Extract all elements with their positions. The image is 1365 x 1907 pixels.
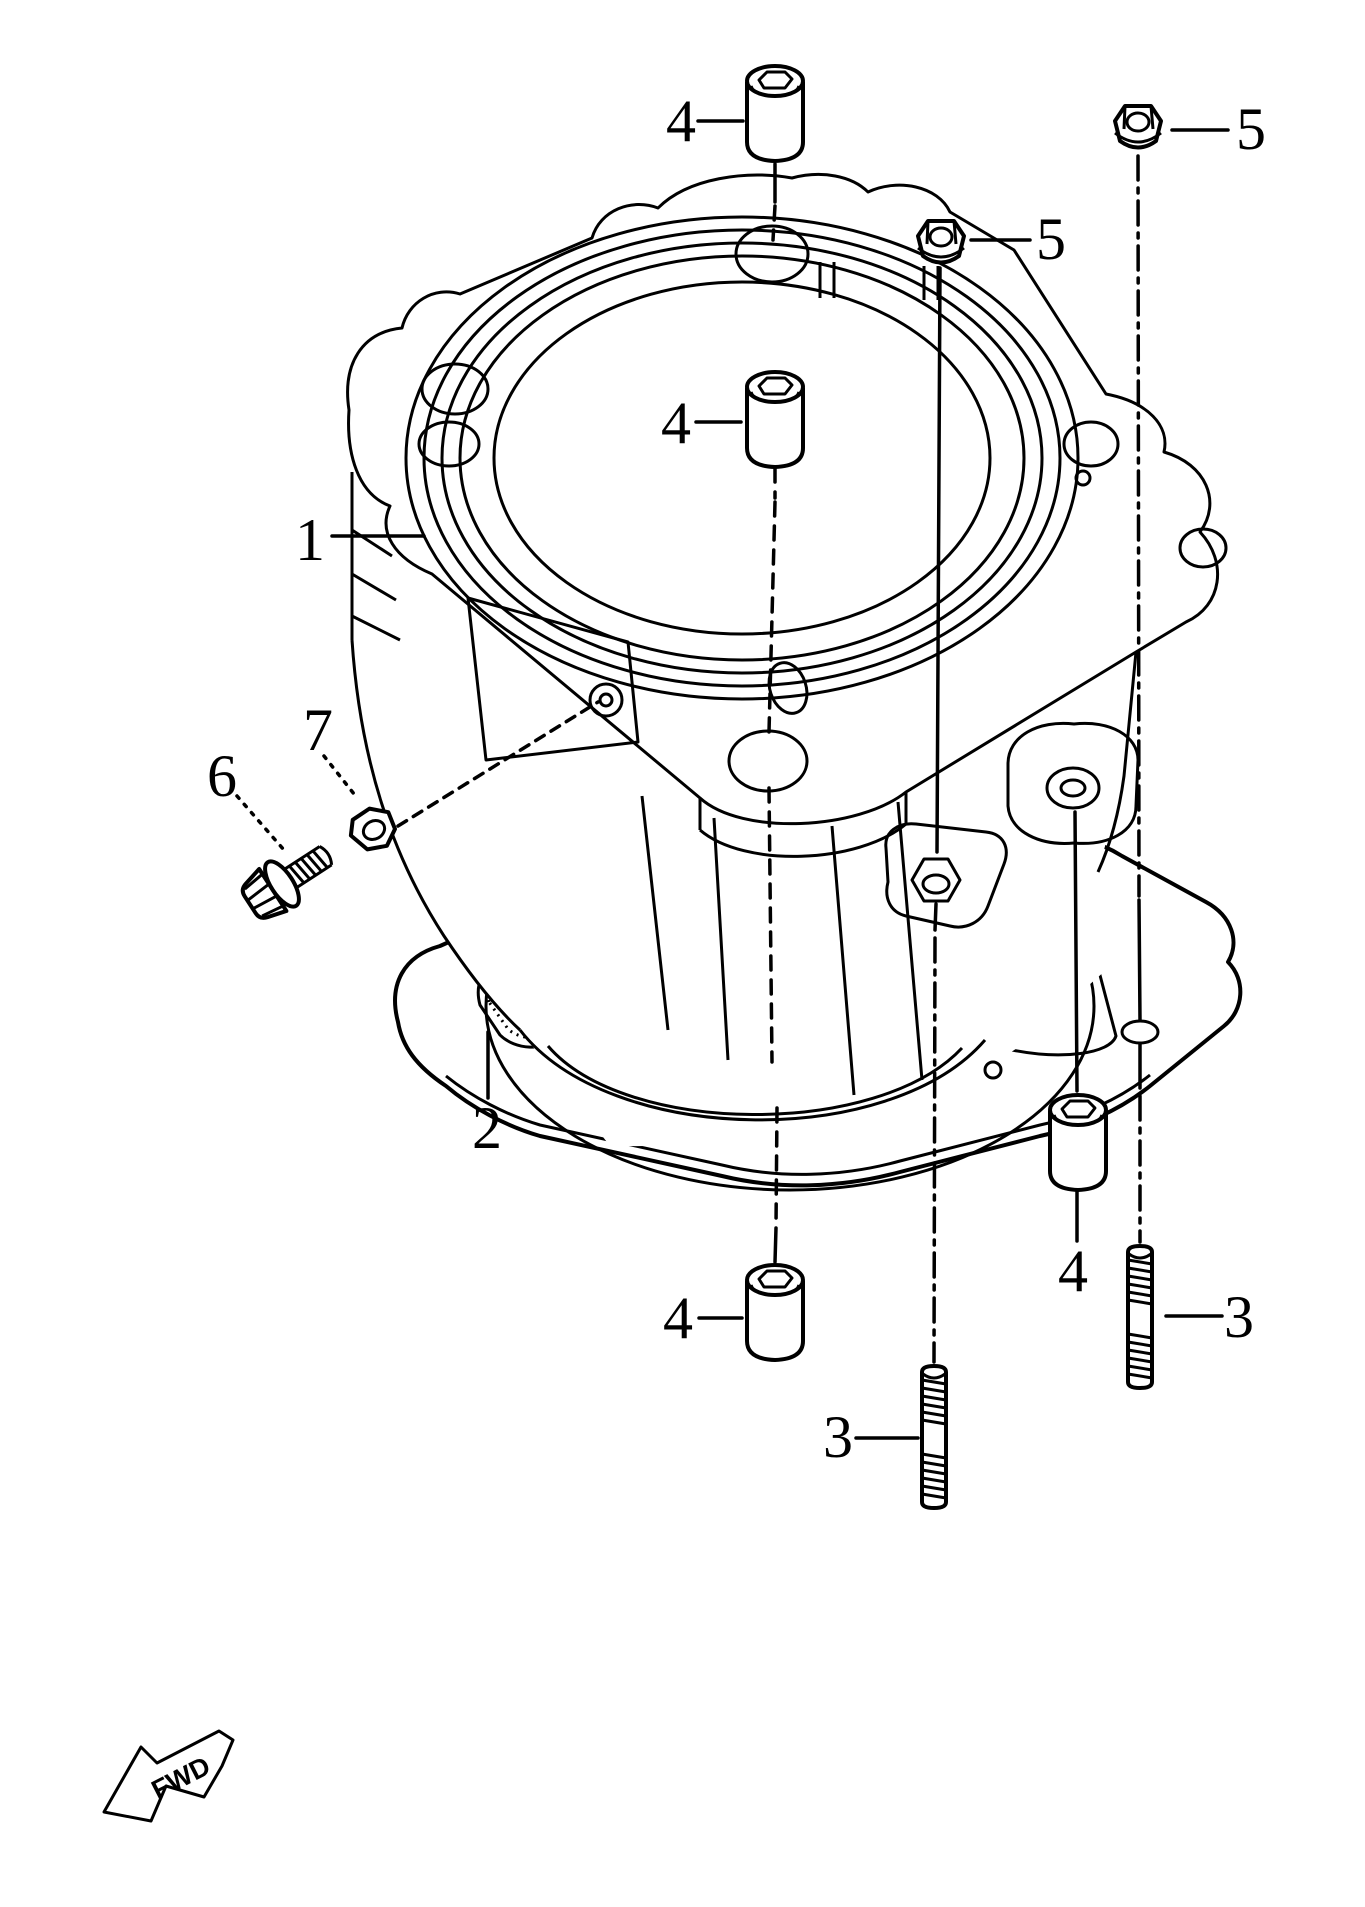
- callout-3-stud-right: 3: [1224, 1284, 1254, 1350]
- callout-6-bolt: 6: [207, 743, 237, 809]
- cylinder-drawing: [346, 172, 1228, 1147]
- cylinder-top-flange: [346, 172, 1220, 826]
- flange-nut-top-right: [1113, 104, 1163, 150]
- callout-4-pin-bottom: 4: [663, 1285, 693, 1351]
- dowel-pin-top: [745, 64, 805, 163]
- leader-lines: [235, 119, 1230, 1440]
- callout-7-washer: 7: [303, 697, 333, 763]
- callout-2-gasket: 2: [472, 1095, 502, 1161]
- stud-nut-boss: [910, 857, 962, 903]
- callout-5-nut-center: 5: [1036, 206, 1066, 272]
- flange-bolt: [240, 845, 334, 920]
- flange-nut-upper-center: [916, 219, 966, 265]
- callout-4-pin-center: 4: [661, 390, 691, 456]
- callout-5-nut-top-right: 5: [1236, 96, 1266, 162]
- dowel-pin-bottom-center: [745, 1263, 805, 1362]
- callout-4-pin-top: 4: [666, 88, 696, 154]
- callout-labels: 1 2 3 3 4 4 4 4 5 5 6 7: [207, 88, 1266, 1470]
- washer: [348, 806, 398, 852]
- callout-1-cylinder: 1: [295, 507, 325, 573]
- gasket-small-hole: [983, 1060, 1003, 1080]
- dowel-pin-center: [745, 370, 805, 469]
- cylinder-bore-rings: [404, 215, 1080, 715]
- stud-bottom-right: [1126, 1244, 1154, 1390]
- dowel-pin-lower-right: [1048, 1093, 1108, 1192]
- fwd-arrow: FWD: [102, 1729, 235, 1823]
- assembly-axes: [767, 154, 1142, 1364]
- cylinder-body-details: [350, 472, 1140, 1122]
- callout-4-pin-right: 4: [1058, 1238, 1088, 1304]
- callout-3-stud-center: 3: [823, 1404, 853, 1470]
- stud-bottom-center: [920, 1364, 948, 1510]
